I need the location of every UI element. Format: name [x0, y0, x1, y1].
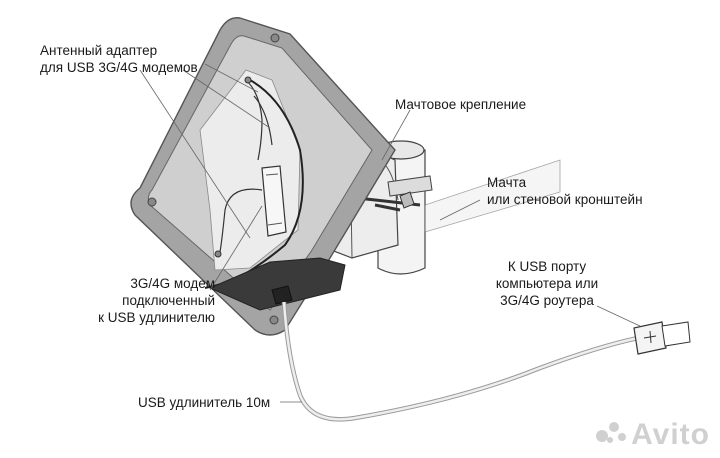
label-line: Мачтовое крепление — [395, 97, 527, 112]
leader-lines — [139, 63, 641, 403]
usb-extension-cable — [281, 301, 691, 422]
antenna-panel — [130, 17, 396, 336]
label-line: 3G/4G модем — [130, 276, 215, 291]
label-line: компьютера или — [495, 276, 599, 291]
label-mast-mount: Мачтовое крепление — [395, 96, 526, 113]
label-line: к USB удлинителю — [98, 310, 215, 325]
label-line: К USB порту — [507, 259, 587, 274]
label-line: Антенный адаптер — [40, 43, 158, 58]
label-line: USB удлинитель 10м — [138, 395, 271, 410]
label-usb-extension: USB удлинитель 10м — [138, 394, 270, 411]
label-line: Мачта — [487, 175, 527, 190]
label-line: 3G/4G роутера — [500, 293, 594, 308]
label-usb-port: К USB порту компьютера или 3G/4G роутера — [482, 258, 612, 309]
label-modem: 3G/4G модем подключенный к USB удлинител… — [75, 275, 215, 326]
label-line: или стеновой кронштейн — [487, 192, 643, 207]
label-line: подключенный — [122, 293, 215, 308]
label-antenna-adapter: Антенный адаптер для USB 3G/4G модемов — [40, 42, 198, 76]
label-mast: Мачта или стеновой кронштейн — [487, 174, 643, 208]
avito-watermark: Avito — [631, 418, 710, 451]
label-line: для USB 3G/4G модемов — [40, 60, 198, 75]
avito-logo-icon — [596, 422, 626, 443]
